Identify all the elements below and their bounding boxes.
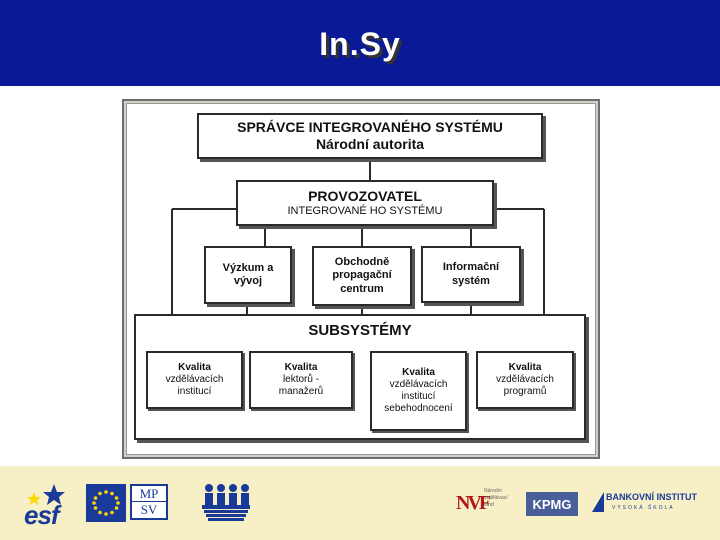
information-label-2: systém bbox=[452, 274, 490, 287]
nvf-text-3: fond bbox=[484, 502, 494, 508]
kpmg-text: KPMG bbox=[532, 496, 572, 512]
esf-star-icon bbox=[27, 484, 65, 505]
nvf-mark: NVF bbox=[456, 492, 491, 514]
bank-name: BANKOVNÍ INSTITUT bbox=[606, 492, 697, 502]
subsystem-box-programs: Kvalita vzdělávacích programů bbox=[476, 351, 574, 409]
marketing-label-3: centrum bbox=[340, 282, 384, 295]
nvf-logo: NVF Národní vzdělávací fond bbox=[456, 488, 516, 532]
bank-institute-logo: BANKOVNÍ INSTITUT VYSOKÁ ŠKOLA bbox=[590, 490, 702, 520]
operator-box: PROVOZOVATEL INTEGROVANÉ HO SYSTÉMU bbox=[236, 180, 494, 226]
people-group-icon bbox=[202, 484, 250, 521]
header-bar: In.Sy bbox=[0, 0, 720, 86]
subsystem-4-line-3: programů bbox=[503, 386, 547, 397]
bank-subtitle: VYSOKÁ ŠKOLA bbox=[612, 505, 675, 511]
mpsv-top-text: MP bbox=[139, 486, 159, 501]
subsystem-box-lecturers: Kvalita lektorů - manažerů bbox=[249, 351, 353, 409]
administrator-label: SPRÁVCE INTEGROVANÉHO SYSTÉMU bbox=[237, 119, 503, 136]
subsystem-4-line-2: vzdělávacích bbox=[496, 374, 554, 385]
marketing-label-2: propagační bbox=[332, 269, 392, 282]
people-logo bbox=[200, 482, 252, 524]
kpmg-logo: KPMG bbox=[526, 492, 578, 516]
subsystem-3-line-4: sebehodnocení bbox=[384, 403, 453, 414]
subsystem-3-line-2: vzdělávacích bbox=[389, 379, 448, 390]
marketing-label-1: Obchodně bbox=[334, 256, 390, 269]
eu-flag bbox=[86, 484, 126, 522]
subsystem-1-line-2: vzdělávacích bbox=[165, 374, 224, 385]
research-box: Výzkum a vývoj bbox=[204, 246, 292, 304]
esf-logo-text: esf bbox=[24, 500, 60, 530]
subsystem-box-self-evaluation: Kvalita vzdělávacích institucí sebehodno… bbox=[370, 351, 467, 431]
research-label-1: Výzkum a bbox=[222, 261, 274, 274]
subsystem-3-line-3: institucí bbox=[401, 391, 436, 402]
research-label-2: vývoj bbox=[233, 275, 263, 287]
subsystem-2-line-2: lektorů - bbox=[282, 374, 320, 385]
subsystem-1-line-1: Kvalita bbox=[178, 362, 211, 373]
national-authority-label: Národní autorita bbox=[315, 136, 425, 152]
mpsv-logo: MP SV bbox=[130, 484, 168, 520]
subsystem-box-institutions: Kvalita vzdělávacích institucí bbox=[146, 351, 243, 409]
subsystem-2-line-3: manažerů bbox=[278, 386, 324, 397]
esf-logo: esf bbox=[24, 482, 70, 530]
operator-sublabel: INTEGROVANÉ HO SYSTÉMU bbox=[287, 204, 443, 217]
mpsv-bottom-text: SV bbox=[132, 501, 166, 517]
bank-triangle-icon bbox=[592, 492, 604, 512]
subsystem-4-line-1: Kvalita bbox=[508, 362, 542, 373]
subsystems-label: SUBSYSTÉMY bbox=[308, 322, 412, 339]
administrator-box: SPRÁVCE INTEGROVANÉHO SYSTÉMU Národní au… bbox=[197, 113, 543, 159]
operator-label: PROVOZOVATEL bbox=[308, 188, 422, 204]
marketing-box: Obchodně propagační centrum bbox=[312, 246, 412, 306]
subsystem-3-line-1: Kvalita bbox=[402, 367, 435, 378]
subsystem-1-line-3: institucí bbox=[177, 386, 212, 397]
subsystem-2-line-1: Kvalita bbox=[284, 362, 318, 373]
page-title: In.Sy bbox=[319, 26, 401, 62]
nvf-text-2: vzdělávací bbox=[484, 495, 508, 501]
information-box: Informační systém bbox=[421, 246, 521, 303]
eu-stars-icon bbox=[86, 484, 126, 522]
nvf-text-1: Národní bbox=[484, 488, 502, 494]
footer-logo-bar: esf MP SV bbox=[0, 466, 720, 540]
information-label-1: Informační bbox=[442, 261, 500, 274]
